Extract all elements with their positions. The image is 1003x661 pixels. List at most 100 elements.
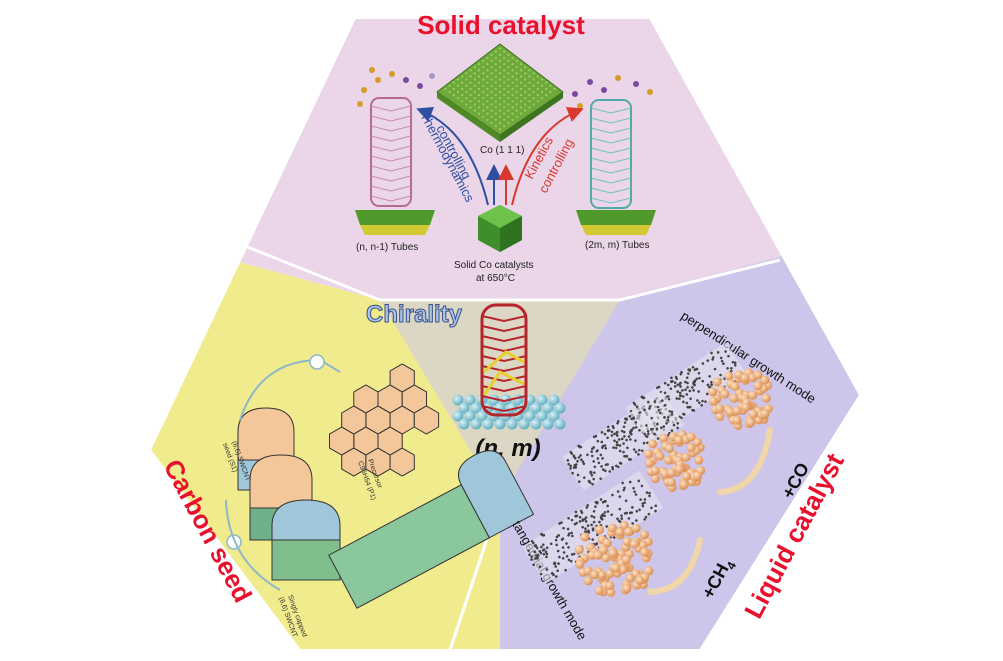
tube-carbon-atom [620,437,624,441]
tube-carbon-atom [540,545,543,549]
catalyst-atom [601,553,611,563]
surface-atom [477,81,481,84]
substrate-atom [554,418,566,430]
tube-carbon-atom [643,408,646,412]
surface-atom [507,66,510,69]
tube-carbon-atom [532,541,535,545]
substrate-atom [464,394,476,406]
tube-carbon-atom [582,462,586,466]
surface-atom [490,109,493,112]
tube-carbon-atom [567,516,570,520]
catalyst-atom [679,480,689,490]
substrate-atom [452,394,464,406]
tube-carbon-atom [590,447,594,451]
tube-carbon-atom [570,531,573,535]
tube-carbon-atom [640,395,644,399]
tube-carbon-atom [597,461,601,465]
tube-carbon-atom [616,465,620,469]
tube-carbon-atom [554,565,558,568]
tube-carbon-atom [600,431,604,434]
surface-atom [494,50,497,53]
surface-atom [486,100,489,103]
tube-carbon-atom [572,466,576,469]
catalyst-label-line1: Solid Co catalysts [454,260,533,271]
tube-carbon-atom [666,418,670,422]
tube-carbon-atom [566,527,570,531]
surface-atom [511,81,514,84]
tube-carbon-atom [590,450,593,453]
surface-atom [503,112,506,115]
seed-tube-growing [271,499,341,581]
tube-carbon-atom [662,425,666,428]
tube-lattice-line [370,195,412,202]
surface-atom [452,87,455,91]
surface-atom [519,62,523,66]
tube-carbon-atom [627,435,631,438]
surface-atom [536,81,539,84]
surface-atom [532,78,535,81]
catalyst-atom [753,370,763,380]
substrate-atom [476,410,488,422]
tube-carbon-atom [678,383,681,386]
surface-atom [498,128,502,131]
tube-carbon-atom [590,514,594,518]
co-catalyst-particle [478,205,522,252]
catalyst-atom [619,520,629,530]
catalyst-atom [681,452,691,462]
surface-atom [498,66,502,69]
tube-carbon-atom [675,377,679,381]
catalyst-atom [730,381,740,391]
catalyst-atom [674,435,684,445]
tube-carbon-atom [706,359,710,362]
tube-carbon-atom [599,498,603,501]
tube-carbon-atom [632,426,635,430]
tube-carbon-atom [643,501,646,505]
surface-atom [482,84,485,88]
surface-atom [469,81,472,84]
tube-carbon-atom [634,493,638,496]
surface-atom [515,66,518,69]
tube-carbon-atom [533,550,537,554]
surface-atom [477,100,481,103]
tube-carbon-atom [672,423,676,427]
tube-lattice-line [590,107,632,114]
liquid-particle-bottom [574,520,654,597]
tube-carbon-atom [560,521,563,524]
catalyst-atom [608,548,618,558]
surface-atom [511,112,514,115]
tube-carbon-atom [678,391,682,395]
tube-carbon-atom [565,542,568,545]
tube-carbon-atom [666,383,670,387]
surface-atom [515,115,518,119]
tube-carbon-atom [594,434,598,438]
surface-atom [494,87,497,91]
surface-atom [494,69,497,72]
tube-carbon-atom [594,505,597,508]
tube-carbon-atom [670,410,674,414]
tube-carbon-atom [691,365,695,369]
tube-carbon-atom [711,356,715,359]
surface-atom [507,121,510,125]
surface-atom [494,93,497,97]
tube-carbon-atom [628,415,632,418]
surface-atom [511,87,514,91]
surface-atom [503,50,506,53]
surface-atom [473,90,476,94]
tube-carbon-atom [577,444,581,448]
tube-carbon-atom [599,453,603,457]
surface-atom [511,118,514,122]
tube-carbon-atom [545,552,549,556]
tube-carbon-atom [614,432,618,435]
tube-carbon-atom [622,425,626,429]
tube-carbon-atom [663,381,667,385]
tube-carbon-atom [626,446,629,450]
tube-carbon-atom [562,526,565,530]
surface-atom [490,121,493,125]
surface-atom [469,69,472,72]
surface-atom [486,56,489,60]
tube-carbon-atom [624,455,628,458]
tube-carbon-atom [646,441,649,445]
surface-atom [469,87,472,91]
surface-atom [519,93,523,97]
tube-carbon-atom [622,488,626,492]
